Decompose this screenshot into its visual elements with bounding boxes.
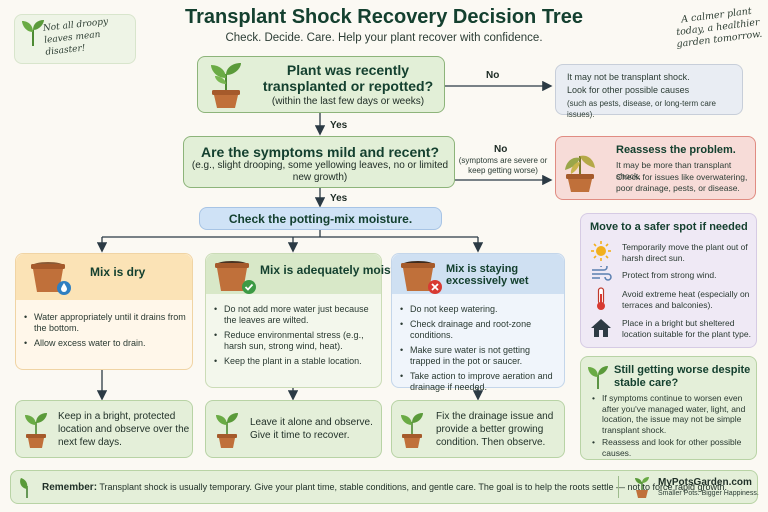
- dry-pot-icon: [31, 262, 71, 295]
- question-2-subtitle: (e.g., slight drooping, some yellowing l…: [191, 160, 449, 183]
- question-1-title: Plant was recently transplanted or repot…: [262, 62, 434, 94]
- moist-result-box: [205, 400, 382, 458]
- mix-wet-bullet: Check drainage and root-zone conditions.: [400, 319, 562, 341]
- house-icon: [591, 319, 611, 337]
- seedling-icon: [22, 20, 44, 46]
- safer-spot-item: Avoid extreme heat (especially on terrac…: [622, 289, 750, 310]
- question-2-box: [183, 136, 455, 188]
- footer-divider: [618, 476, 619, 498]
- q2-no-sublabel: (symptoms are severe or keep getting wor…: [458, 156, 548, 175]
- moist-pot-icon: [215, 261, 256, 294]
- mix-moist-title: Mix is adequately moist: [260, 263, 395, 277]
- question-2-title: Are the symptoms mild and recent?: [200, 144, 440, 160]
- footer-tagline: Smaller Pots. Bigger Happiness.: [658, 490, 759, 497]
- dry-result-text: Keep in a bright, protected location and…: [58, 411, 190, 448]
- mix-wet-bullet: Do not keep watering.: [400, 304, 562, 315]
- remember-label: Remember:: [42, 482, 98, 493]
- thermometer-icon: [597, 287, 605, 310]
- safer-spot-item: Temporarily move the plant out of harsh …: [622, 242, 748, 263]
- mix-dry-bullet: Allow excess water to drain.: [24, 338, 186, 349]
- still-worse-bullet: Reassess and look for other possible cau…: [592, 437, 754, 458]
- sun-icon: [591, 241, 611, 261]
- mix-wet-bullet: Take action to improve aeration and drai…: [400, 371, 562, 393]
- mix-wet-title: Mix is staying excessively wet: [446, 263, 529, 287]
- not-transplant-shock-box: [555, 64, 743, 115]
- mix-wet-bullets: Do not keep watering. Check drainage and…: [400, 304, 562, 397]
- potted-plant-icon: [401, 413, 423, 448]
- potted-plant-icon: [25, 413, 47, 448]
- reassess-line-1: It may be more than transplant shock.: [616, 160, 732, 181]
- dry-result-box: [15, 400, 193, 458]
- q2-yes-label: Yes: [330, 193, 348, 204]
- mix-dry-bullet: Water appropriately until it drains from…: [24, 312, 186, 334]
- still-worse-bullets: If symptoms continue to worsen even afte…: [592, 393, 754, 462]
- mix-moist-bullets: Do not add more water just because the l…: [214, 304, 378, 371]
- still-worse-bullet: If symptoms continue to worsen even afte…: [592, 393, 754, 435]
- not-shock-line-1: It may not be transplant shock.: [567, 72, 690, 82]
- check-moisture-label: Check the potting-mix moisture.: [228, 212, 413, 226]
- remember-text: Transplant shock is usually temporary. G…: [99, 482, 728, 492]
- brand-logo-icon: [635, 477, 649, 498]
- wilted-plant-icon: [565, 155, 595, 192]
- wet-result-text: Fix the drainage issue and provide a bet…: [436, 411, 554, 448]
- page-subtitle: Check. Decide. Care. Help your plant rec…: [225, 32, 543, 44]
- leaf-icon: [20, 478, 28, 498]
- mix-moist-bullet: Do not add more water just because the l…: [214, 304, 378, 326]
- footer-bar: [10, 470, 758, 504]
- not-shock-line-3: (such as pests, disease, or long-term ca…: [567, 99, 716, 119]
- q1-yes-label: Yes: [330, 120, 348, 131]
- wet-result-box: [391, 400, 565, 458]
- mix-dry-bullets: Water appropriately until it drains from…: [24, 312, 186, 353]
- moist-result-text: Leave it alone and observe. Give it time…: [250, 417, 373, 441]
- mix-wet-bullet: Make sure water is not getting trapped i…: [400, 345, 562, 367]
- safer-spot-item: Place in a bright but sheltered location…: [622, 318, 751, 339]
- check-moisture-box: [199, 207, 442, 230]
- footer-brand[interactable]: MyPotsGarden.com: [658, 477, 752, 488]
- q2-no-label: No: [494, 144, 508, 155]
- mix-moist-bullet: Reduce environmental stress (e.g., harsh…: [214, 330, 378, 352]
- page-title: Transplant Shock Recovery Decision Tree: [185, 6, 583, 28]
- wind-icon: [592, 266, 612, 281]
- mix-dry-title: Mix is dry: [90, 265, 146, 279]
- wet-pot-icon: [401, 261, 442, 294]
- safer-spot-title: Move to a safer spot if needed: [590, 221, 748, 233]
- safer-spot-item: Protect from strong wind.: [622, 270, 717, 280]
- not-shock-line-2: Look for other possible causes: [567, 85, 690, 95]
- mix-moist-bullet: Keep the plant in a stable location.: [214, 356, 378, 367]
- reassess-title: Reassess the problem.: [616, 144, 736, 156]
- potted-plant-icon: [211, 63, 241, 108]
- seedling-icon: [588, 366, 608, 389]
- note-left-card: [14, 14, 136, 64]
- potted-plant-icon: [216, 413, 238, 448]
- still-worse-title: Still getting worse despite stable care?: [614, 364, 751, 389]
- question-1-subtitle: (within the last few days or weeks): [271, 96, 425, 107]
- footer-remember: Remember: Transplant shock is usually te…: [42, 482, 727, 493]
- reassess-line-2: Check for issues like overwatering, poor…: [616, 172, 748, 193]
- q1-no-label: No: [486, 70, 500, 81]
